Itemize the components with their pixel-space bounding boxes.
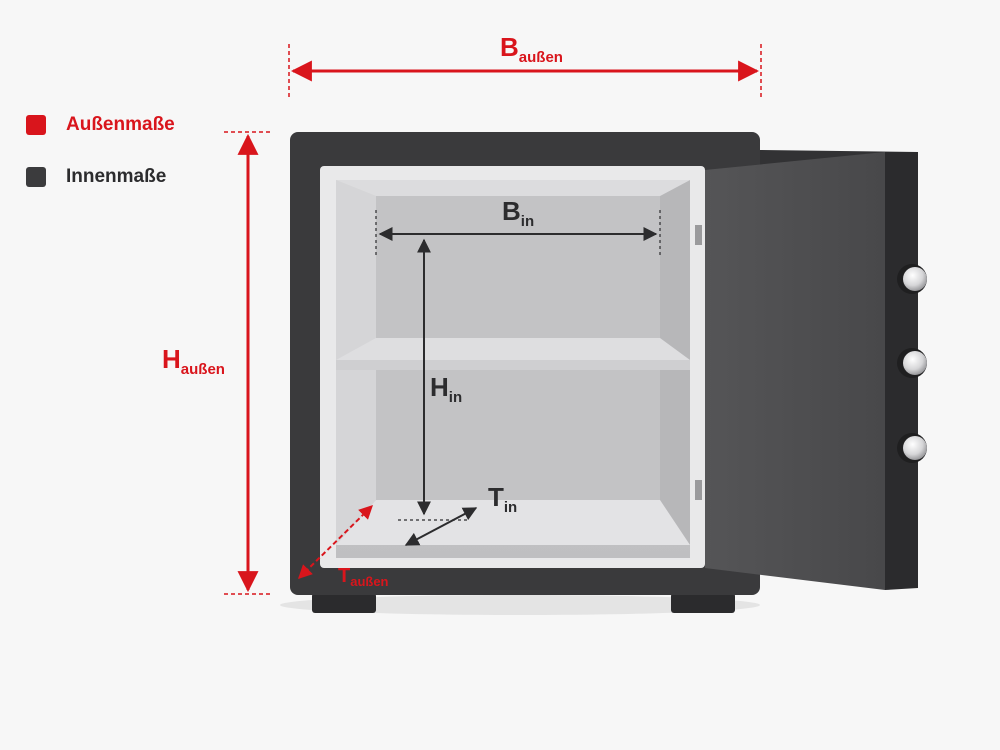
outer-depth-dimension [298, 505, 373, 579]
interior-ceiling [336, 180, 690, 196]
label-inner-height: Hin [430, 372, 463, 406]
label-inner-depth: Tin [488, 482, 518, 516]
legend-swatch-inner [26, 167, 46, 187]
outer-height-dimension [224, 131, 272, 595]
legend-swatch-outer [26, 115, 46, 135]
inner-width-dimension [375, 210, 661, 258]
interior-shelf [336, 338, 690, 360]
safe-foot-left [312, 593, 376, 613]
legend-label-inner: Innenmaße [66, 166, 167, 187]
label-outer-depth: Taußen [338, 565, 389, 589]
label-inner-width: Bin [502, 196, 535, 230]
label-outer-height: Haußen [162, 344, 225, 378]
safe-foot-right [671, 593, 735, 613]
door-knob[interactable] [897, 433, 927, 463]
outer-width-dimension [288, 44, 762, 100]
hinge-bottom [695, 480, 702, 500]
interior-shelf-edge [336, 360, 690, 370]
legend-label-outer: Außenmaße [66, 114, 175, 135]
legend-item-outer: Außenmaße [26, 112, 175, 138]
legend-item-inner: Innenmaße [26, 164, 175, 190]
inner-depth-dimension [404, 507, 478, 546]
hinge-top [695, 225, 702, 245]
label-outer-width: Baußen [500, 32, 563, 66]
floor-shadow [280, 595, 760, 615]
safe-door [705, 152, 885, 590]
door-knob[interactable] [897, 264, 927, 294]
legend: Außenmaße Innenmaße [26, 112, 175, 216]
door-knob[interactable] [897, 348, 927, 378]
